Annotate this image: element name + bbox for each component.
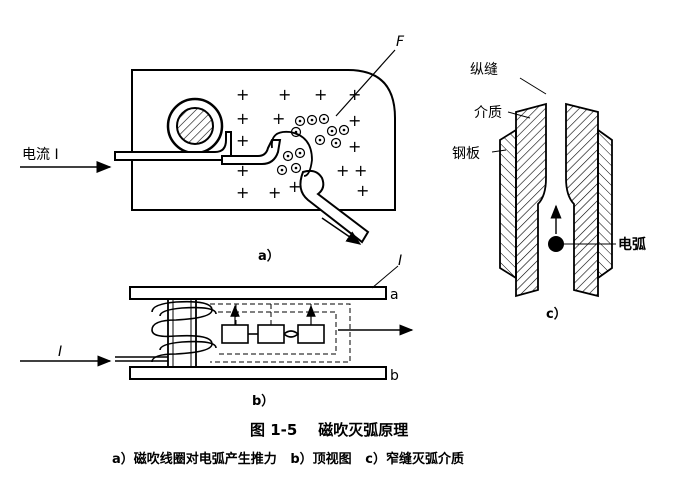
diagram-b: I I a b b） (20, 253, 414, 409)
plate-a (129, 286, 387, 300)
diagram-a: ++++ +++ ++ +++ ++++ 电流 I F a） (20, 34, 405, 264)
steel-plate-left (499, 128, 517, 280)
svg-text:+: + (314, 85, 327, 104)
moving-contact (299, 169, 370, 244)
figure-subtitle: a）磁吹线圈对电弧产生推力 b）顶视图 c）窄缝灭弧介质 (112, 452, 464, 467)
svg-text:+: + (348, 85, 361, 104)
leader-slit (519, 77, 547, 95)
medium-right (565, 102, 599, 298)
label-slit: 纵缝 (470, 62, 498, 78)
core (167, 298, 197, 368)
coil-core (176, 107, 214, 145)
field-plus-marks: ++++ +++ ++ +++ ++++ (236, 85, 369, 202)
field-dot-marks (276, 113, 350, 176)
medium-left (515, 102, 547, 298)
label-force: F (396, 34, 405, 50)
svg-text:+: + (236, 131, 249, 150)
svg-text:+: + (288, 177, 301, 196)
leader-I-top (371, 265, 399, 289)
label-medium: 介质 (474, 105, 502, 121)
svg-text:+: + (348, 111, 361, 130)
svg-text:+: + (268, 183, 281, 202)
svg-text:+: + (236, 161, 249, 180)
plate-b (129, 366, 387, 380)
svg-text:+: + (236, 183, 249, 202)
label-I-left: I (58, 344, 62, 360)
svg-text:+: + (348, 137, 361, 156)
sublabel-a: a） (258, 248, 280, 264)
svg-text:+: + (278, 85, 291, 104)
figure-title: 图 1-5 磁吹灭弧原理 (250, 421, 409, 439)
label-b: b (390, 368, 399, 384)
svg-text:+: + (236, 85, 249, 104)
svg-text:+: + (272, 109, 285, 128)
leader-plate (491, 149, 507, 153)
label-plate: 钢板 (452, 146, 480, 162)
sublabel-c: c） (546, 306, 567, 322)
svg-text:+: + (356, 181, 369, 200)
fixed-contact (221, 139, 282, 165)
label-current: 电流 I (22, 147, 59, 163)
label-a: a (390, 287, 399, 303)
arc (548, 236, 564, 252)
leader-medium (507, 111, 531, 119)
coil-windings (151, 300, 217, 363)
svg-text:+: + (236, 109, 249, 128)
arc-loop (270, 130, 313, 177)
force-leader (335, 49, 396, 117)
sublabel-b: b） (252, 393, 274, 409)
diagram-c: 纵缝 介质 钢板 电弧 c） (452, 62, 646, 322)
magnet-plate (131, 69, 396, 211)
label-arc: 电弧 (618, 236, 646, 253)
steel-plate-right (597, 128, 613, 280)
exit-arrow (321, 217, 362, 245)
input-conductor (114, 131, 232, 161)
arc-chain (221, 324, 325, 344)
label-I-top: I (398, 253, 402, 269)
svg-text:+: + (336, 161, 349, 180)
svg-text:+: + (354, 161, 367, 180)
